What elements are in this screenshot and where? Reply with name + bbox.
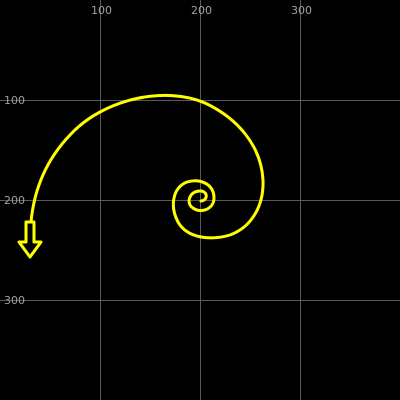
x-tick-label-200: 200 [191,4,212,17]
y-tick-label-200: 200 [4,194,25,207]
x-tick-label-300: 300 [291,4,312,17]
down-arrow-icon [17,220,43,259]
y-tick-label-300: 300 [4,294,25,307]
x-tick-label-100: 100 [91,4,112,17]
tick-labels: 100 200 300 100 200 300 [4,4,312,307]
y-tick-label-100: 100 [4,94,25,107]
spiral-curve [29,93,265,240]
